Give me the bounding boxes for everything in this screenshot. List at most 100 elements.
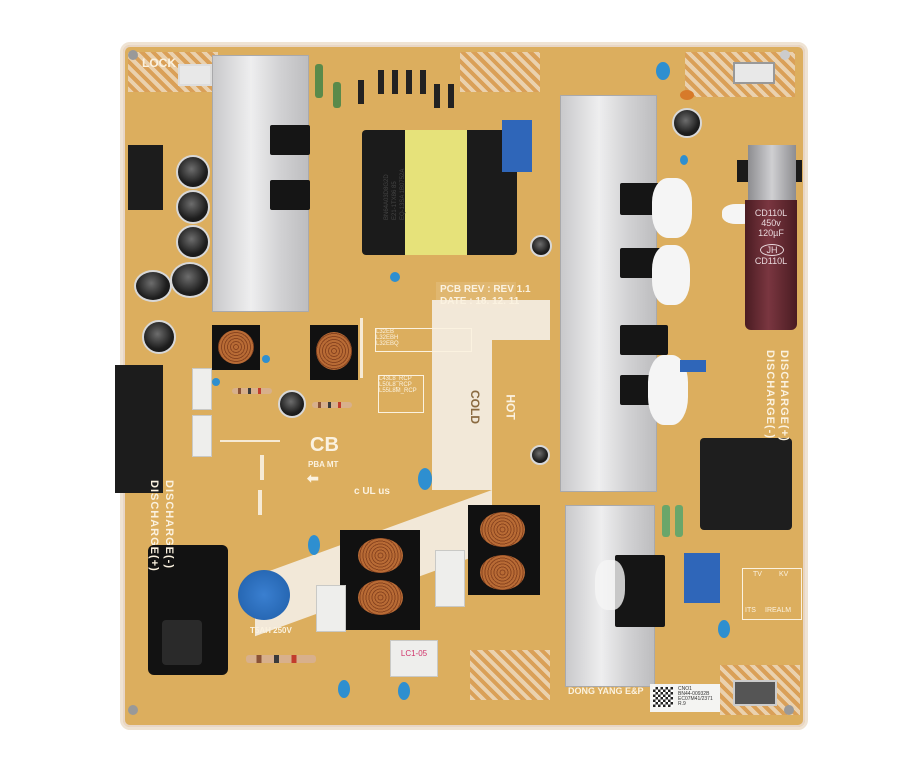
film-capacitor <box>502 120 532 172</box>
choke-winding <box>358 538 403 573</box>
lock-clip <box>178 64 212 86</box>
lot-label: L32EBH <box>376 335 399 341</box>
electrolytic-capacitor <box>134 270 172 302</box>
discharge-minus-label: DISCHARGE(-) <box>163 480 175 569</box>
discharge-plus-label-right: DISCHARGE(+) <box>778 350 790 442</box>
fuse-rating-label: T5AH 250V <box>250 626 292 635</box>
sticker-line: BN44-00932B <box>678 691 710 697</box>
ac-inlet-socket <box>162 620 202 665</box>
fuse <box>246 655 316 663</box>
y-capacitor <box>656 62 670 80</box>
resistor <box>662 505 670 537</box>
film-capacitor <box>684 553 720 603</box>
grid-label: KV <box>779 571 789 578</box>
electrolytic-capacitor <box>176 155 210 189</box>
inductor-axial <box>333 82 341 108</box>
electrolytic-capacitor <box>530 235 552 257</box>
x-capacitor <box>316 585 346 632</box>
ceramic-capacitor <box>680 90 694 100</box>
relay <box>192 415 212 457</box>
standby-transformer <box>700 438 792 530</box>
isolation-gap <box>432 300 492 490</box>
sticker-line: CNO1 <box>678 686 692 692</box>
y-capacitor <box>680 155 688 165</box>
thermal-compound <box>652 178 692 238</box>
barcode-sticker: CNO1 BN44-00932B EC07M41/2371 R.9 <box>650 684 720 712</box>
diode <box>420 70 426 94</box>
y-capacitor <box>418 468 432 490</box>
y-capacitor <box>338 680 350 698</box>
fuse-sticker: LC1-05 <box>390 640 438 677</box>
lot-label: L32EB <box>376 329 395 335</box>
choke-winding <box>480 512 525 547</box>
heat-sink-right <box>560 95 657 492</box>
lock-clip <box>733 62 775 84</box>
sticker-line: R.9 <box>678 701 686 707</box>
mounting-hole <box>128 705 138 715</box>
transformer-line2: E21-1TX86 85 <box>392 181 398 220</box>
relay <box>192 368 212 410</box>
diode <box>406 70 412 94</box>
connector-cn-top <box>128 145 163 210</box>
x-capacitor <box>435 550 465 607</box>
discharge-plus-label: DISCHARGE(+) <box>148 480 160 572</box>
cold-label: COLD <box>468 390 482 424</box>
resistor <box>232 388 272 394</box>
y-capacitor <box>398 682 410 700</box>
y-capacitor <box>308 535 320 555</box>
diode <box>392 70 398 94</box>
diode <box>434 84 440 108</box>
bulk-cap-top <box>748 145 796 205</box>
mosfet <box>620 325 668 355</box>
lot-label: L43L8_RCP <box>379 376 412 382</box>
mosfet <box>270 125 310 155</box>
bulk-capacitor: CD110L 450v 120µF JH CD110L <box>745 200 797 330</box>
diode <box>358 80 364 104</box>
grid-label: IREALM <box>765 607 792 614</box>
hatch-zone <box>460 52 540 92</box>
thermal-compound <box>652 245 690 305</box>
transformer-part: BN64A03D8G2D <box>384 174 390 220</box>
mounting-hole <box>780 50 790 60</box>
cap-brand: JH <box>760 244 784 256</box>
pba-mt-label: PBA MT <box>308 460 339 469</box>
isolation-gap <box>490 300 550 340</box>
discharge-minus-label-right: DISCHARGE(-) <box>764 350 776 439</box>
silk-line <box>220 440 280 442</box>
cb-label: CB <box>310 434 339 456</box>
choke-winding <box>480 555 525 590</box>
lot-label: L50L8_RCP <box>379 382 412 388</box>
y-capacitor <box>262 355 270 363</box>
transformer-line3: EQ-13SA 1B0752A <box>400 168 406 220</box>
film-capacitor <box>680 360 706 372</box>
qr-code-icon <box>653 687 673 707</box>
resistor <box>312 402 352 408</box>
varistor <box>238 570 290 620</box>
fuse-label: LC1-05 <box>400 649 428 658</box>
diode <box>378 70 384 94</box>
lock-label: LOCK <box>142 56 176 70</box>
electrolytic-capacitor <box>170 262 210 298</box>
inductor-winding <box>316 332 352 370</box>
y-capacitor <box>390 272 400 282</box>
electrolytic-capacitor <box>176 225 210 259</box>
ul-mark: c UL us <box>354 486 390 497</box>
arrow-left-icon: ⬅ <box>307 470 319 486</box>
mosfet <box>270 180 310 210</box>
thermal-compound <box>595 560 625 610</box>
arrow-up-icon <box>260 455 264 480</box>
electrolytic-capacitor <box>142 320 176 354</box>
silk-line <box>360 318 363 378</box>
sticker-line: EC07M41/2371 <box>678 696 713 702</box>
cap-capacitance: 120µF <box>758 228 784 238</box>
lock-clip-bottom <box>733 680 777 706</box>
mounting-hole <box>784 705 794 715</box>
resistor <box>675 505 683 537</box>
connector-cn-output <box>115 365 163 493</box>
electrolytic-capacitor <box>176 190 210 224</box>
hatch-zone <box>470 650 550 700</box>
choke-winding <box>358 580 403 615</box>
mounting-hole <box>128 50 138 60</box>
cap-voltage: 450v <box>761 218 781 228</box>
arrow-up-icon <box>258 490 262 515</box>
